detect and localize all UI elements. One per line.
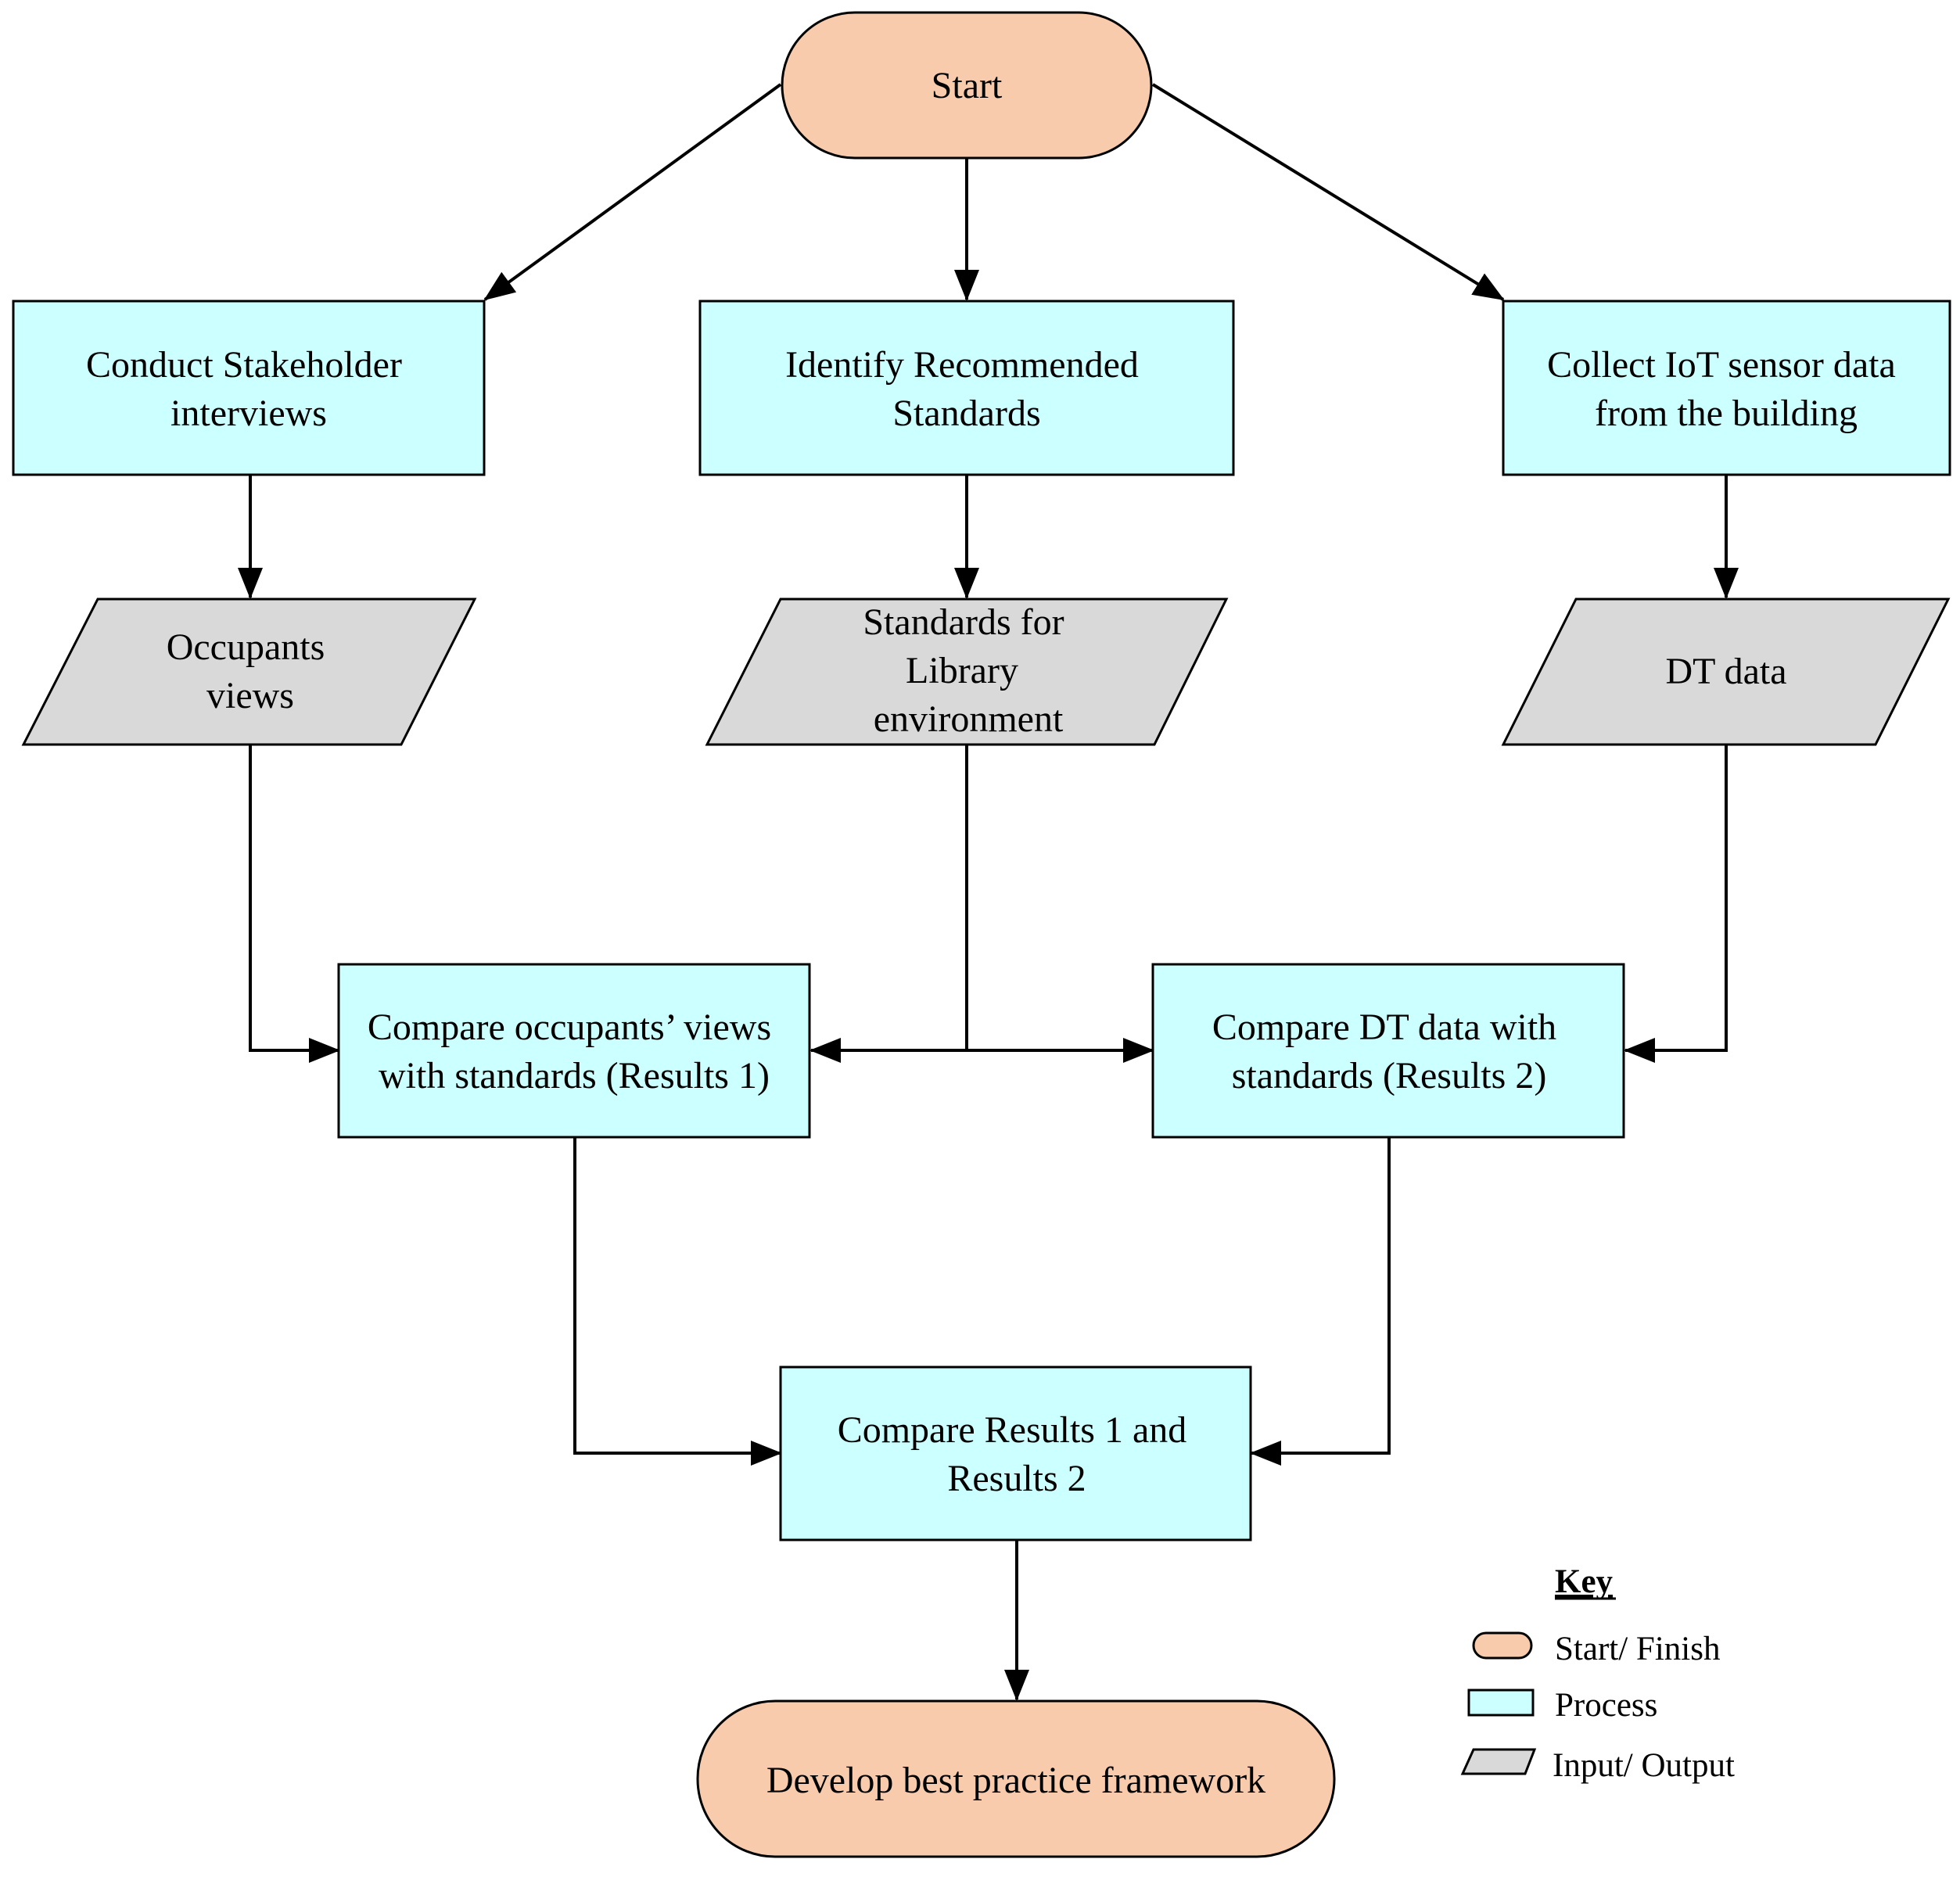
node-compare-dt: Compare DT data with standards (Results … — [1151, 963, 1625, 1139]
legend-title: Key — [1555, 1563, 1614, 1600]
legend-process-swatch — [1467, 1689, 1535, 1717]
node-occupants-views-text: Occupants views — [167, 626, 335, 716]
edge-compare-dt-to-compare-results — [1250, 1138, 1391, 1466]
node-identify-standards-text: Identify Recommended Standards — [785, 344, 1148, 434]
edge-dt-data-to-compare-dt — [1624, 745, 1728, 1063]
process-shape — [1502, 300, 1951, 476]
node-start: Start — [781, 11, 1153, 160]
node-compare-dt-text: Compare DT data with standards (Results … — [1212, 1007, 1566, 1096]
process-shape — [337, 963, 811, 1139]
io-shape — [21, 598, 477, 746]
legend-input-output-label: Input/ Output — [1553, 1747, 1735, 1784]
node-identify-standards: Identify Recommended Standards — [698, 300, 1235, 476]
edge-compare-occupants-to-compare-results — [573, 1138, 782, 1466]
node-library-standards-text: Standards for Library environment — [863, 601, 1073, 740]
edge-start-to-iot-collect — [1151, 83, 1505, 301]
node-occupants-views: Occupants views — [21, 598, 477, 746]
node-library-standards: Standards for Library environment — [705, 598, 1229, 746]
node-dt-data: DT data — [1501, 598, 1951, 746]
io-shape — [1501, 598, 1951, 746]
node-finish-text: Develop best practice framework — [766, 1760, 1265, 1801]
legend-process-label: Process — [1555, 1687, 1657, 1724]
legend-item-input-output: Input/ Output — [1460, 1747, 1735, 1784]
node-collect-iot-data-text: Collect IoT sensor data from the buildin… — [1547, 344, 1905, 434]
node-finish: Develop best practice framework — [696, 1699, 1336, 1858]
process-shape — [698, 300, 1235, 476]
node-dt-data-text: DT data — [1665, 651, 1786, 692]
process-shape — [1151, 963, 1625, 1139]
node-stakeholder-interviews: Conduct Stakeholder interviews — [12, 300, 486, 476]
node-start-text: Start — [932, 65, 1003, 106]
node-compare-occupants: Compare occupants’ views with standards … — [337, 963, 811, 1139]
edge-start-to-stakeholder — [483, 83, 782, 301]
process-shape — [12, 300, 486, 476]
node-compare-results-text: Compare Results 1 and Results 2 — [838, 1409, 1197, 1499]
legend: Key Start/ Finish Process Input/ Output — [1460, 1563, 1735, 1784]
process-shape — [779, 1366, 1252, 1541]
legend-item-process: Process — [1467, 1687, 1657, 1724]
node-stakeholder-interviews-text: Conduct Stakeholder interviews — [86, 344, 411, 434]
legend-start-finish-label: Start/ Finish — [1555, 1631, 1720, 1667]
terminator-shape — [781, 11, 1153, 160]
legend-terminator-swatch — [1472, 1631, 1533, 1660]
edge-occupants-views-to-compare-occupants — [249, 745, 340, 1063]
node-compare-occupants-text: Compare occupants’ views with standards … — [368, 1007, 781, 1096]
io-shape — [705, 598, 1229, 746]
terminator-shape — [696, 1699, 1336, 1858]
legend-io-swatch — [1460, 1748, 1537, 1775]
node-compare-results: Compare Results 1 and Results 2 — [779, 1366, 1252, 1541]
node-collect-iot-data: Collect IoT sensor data from the buildin… — [1502, 300, 1951, 476]
legend-item-start-finish: Start/ Finish — [1472, 1631, 1720, 1667]
connectors — [238, 83, 1739, 1701]
